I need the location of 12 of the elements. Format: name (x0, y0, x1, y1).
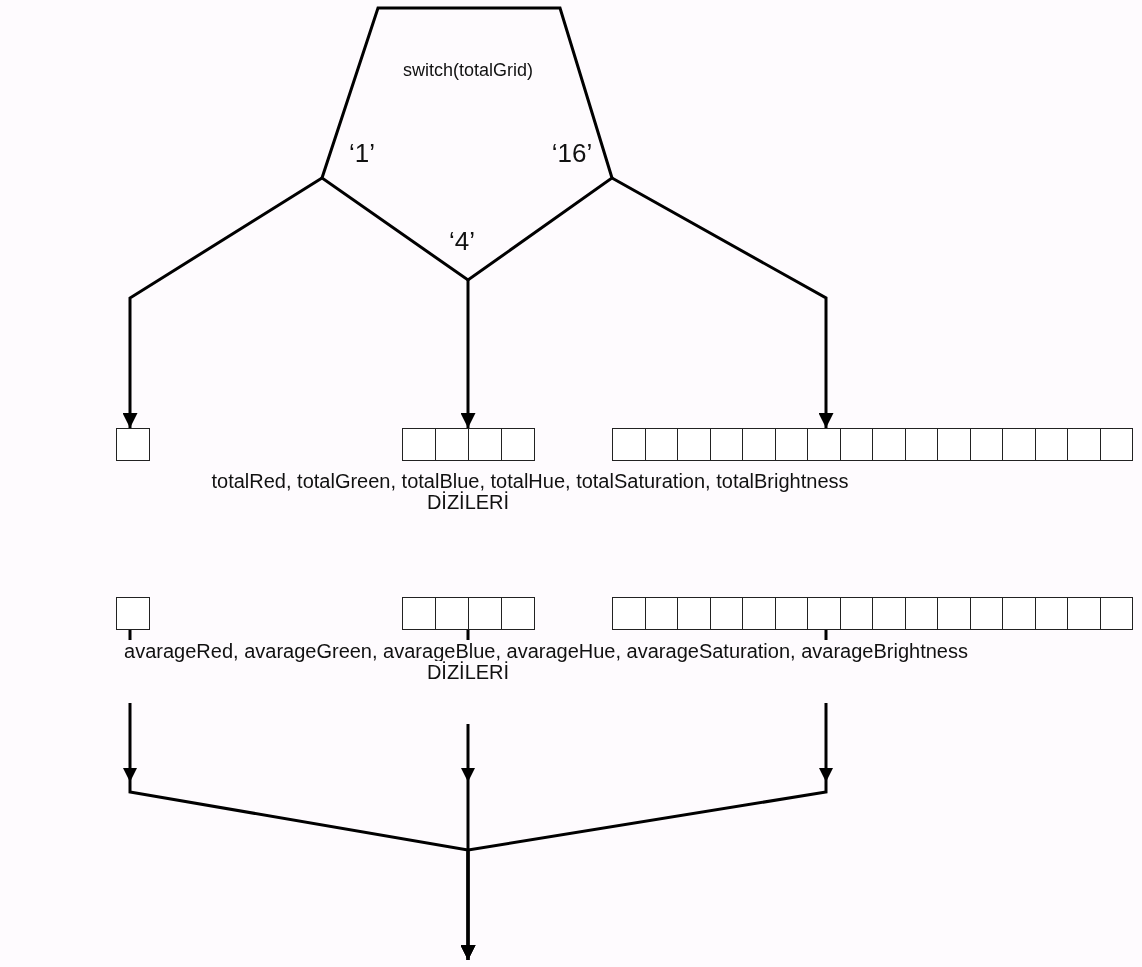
switch-pentagon (320, 6, 614, 282)
array-cells (402, 428, 534, 461)
edge-label: ‘16’ (551, 138, 593, 169)
edge-label: ‘4’ (449, 226, 475, 257)
array-cells (612, 428, 1132, 461)
array-caption: DİZİLERİ (426, 661, 510, 724)
array-cells (612, 597, 1132, 630)
array-cells (116, 428, 149, 461)
array-cells (402, 597, 534, 630)
array-cells (116, 597, 149, 630)
edge-label: ‘1’ (349, 138, 375, 169)
switch-label: switch(totalGrid) (403, 60, 533, 81)
